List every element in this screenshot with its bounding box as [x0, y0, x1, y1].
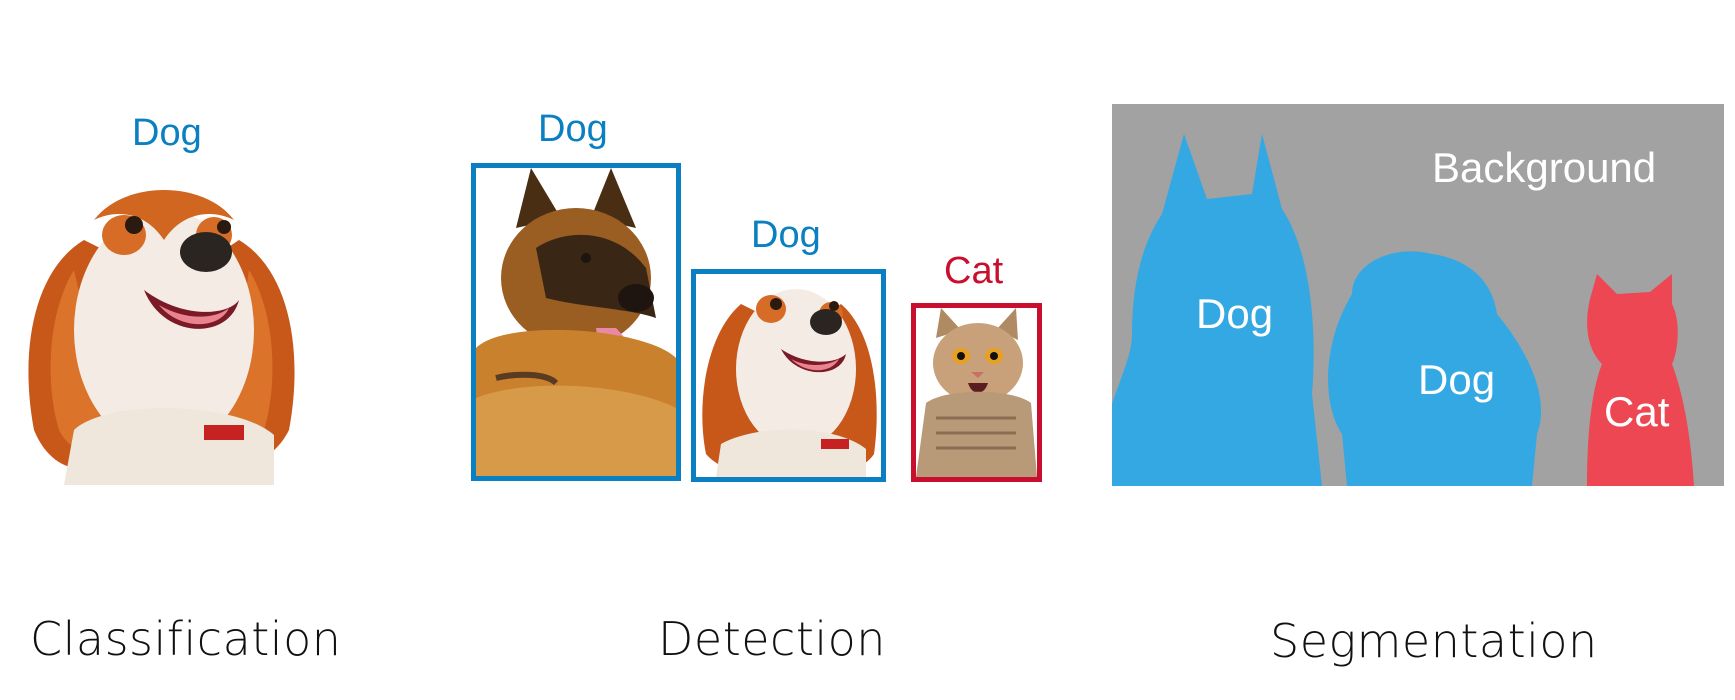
- segmentation-mask: [1112, 104, 1724, 486]
- segmentation-label-dog-2: Dog: [1418, 356, 1496, 403]
- detection-caption: Detection: [658, 612, 886, 666]
- shepherd-image: [476, 168, 676, 476]
- cat-image: [916, 308, 1037, 477]
- segmentation-panel: Background Dog Dog Cat: [1112, 104, 1724, 486]
- segmentation-label-cat: Cat: [1604, 388, 1670, 435]
- detection-box-dog-1: [471, 163, 681, 481]
- segmentation-label-dog-1: Dog: [1196, 290, 1274, 337]
- detection-box-dog-2: [691, 269, 886, 482]
- detection-box-cat: [911, 303, 1042, 482]
- spaniel-image: [14, 180, 304, 485]
- classification-label: Dog: [132, 112, 202, 154]
- segmentation-label-background: Background: [1432, 144, 1657, 191]
- spaniel-image-small: [696, 274, 881, 477]
- detection-label-dog-1: Dog: [538, 108, 608, 150]
- segmentation-caption: Segmentation: [1270, 614, 1598, 668]
- detection-label-dog-2: Dog: [751, 214, 821, 256]
- detection-label-cat: Cat: [944, 250, 1004, 292]
- classification-caption: Classification: [30, 612, 342, 666]
